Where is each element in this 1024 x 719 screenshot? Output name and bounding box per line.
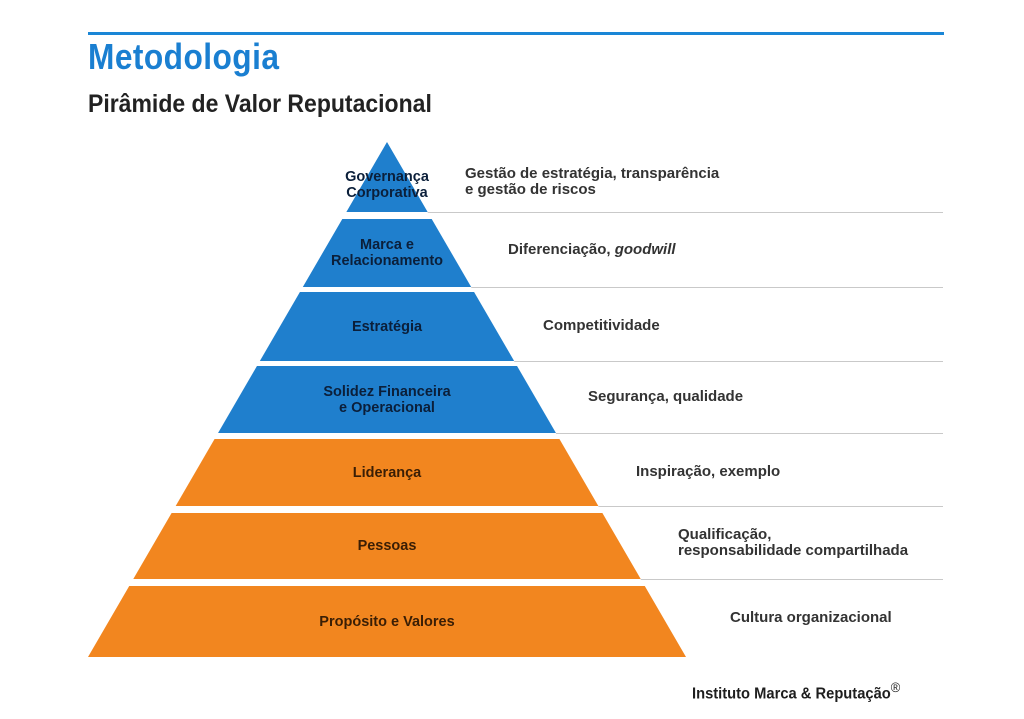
description-text: Qualificação, responsabilidade compartil… [678, 526, 909, 559]
pyramid-tier-label: Liderança [352, 464, 422, 481]
description-text: Diferenciação, [508, 241, 615, 258]
description-text: Cultura organizacional [730, 609, 892, 626]
pyramid-tier-description: Segurança, qualidade [588, 389, 743, 405]
pyramid-tier-description: Cultura organizacional [730, 610, 892, 626]
top-rule [88, 32, 944, 35]
pyramid-tier-label: Governança Corporativa [345, 169, 429, 201]
pyramid-tier-label: Propósito e Valores [319, 613, 455, 630]
pyramid-tier-description: Diferenciação, goodwill [508, 242, 676, 258]
page-title: Metodologia [88, 36, 280, 77]
pyramid-tier [88, 586, 686, 657]
pyramid-tier-description: Competitividade [543, 318, 660, 334]
description-text: Inspiração, exemplo [636, 463, 781, 480]
pyramid-tier-label: Estratégia [351, 318, 423, 335]
pyramid-tier-description: Qualificação, responsabilidade compartil… [678, 527, 908, 559]
description-text: Gestão de estratégia, transparência e ge… [465, 165, 720, 198]
pyramid-tier-label: Solidez Financeira e Operacional [323, 383, 451, 416]
pyramid-tier-description: Gestão de estratégia, transparência e ge… [465, 166, 719, 198]
registered-mark: ® [890, 679, 901, 695]
footer-credit-text: Instituto Marca & Reputação [692, 685, 891, 703]
description-text: Segurança, qualidade [588, 388, 744, 405]
description-text: Competitividade [543, 317, 660, 334]
pyramid-tier [302, 219, 472, 287]
pyramid-tier-label: Pessoas [357, 538, 417, 554]
pyramid-tier-description: Inspiração, exemplo [636, 464, 780, 480]
pyramid-tier-label: Marca e Relacionamento [331, 237, 443, 269]
pyramid-tier [346, 142, 428, 212]
description-italic-text: goodwill [614, 241, 676, 258]
pyramid-tier [133, 513, 641, 579]
pyramid-tier [218, 366, 556, 433]
footer-credit: Instituto Marca & Reputação® [692, 679, 900, 703]
page-subtitle: Pirâmide de Valor Reputacional [88, 90, 432, 118]
pyramid-tier [175, 439, 599, 506]
pyramid-tier [259, 292, 515, 361]
